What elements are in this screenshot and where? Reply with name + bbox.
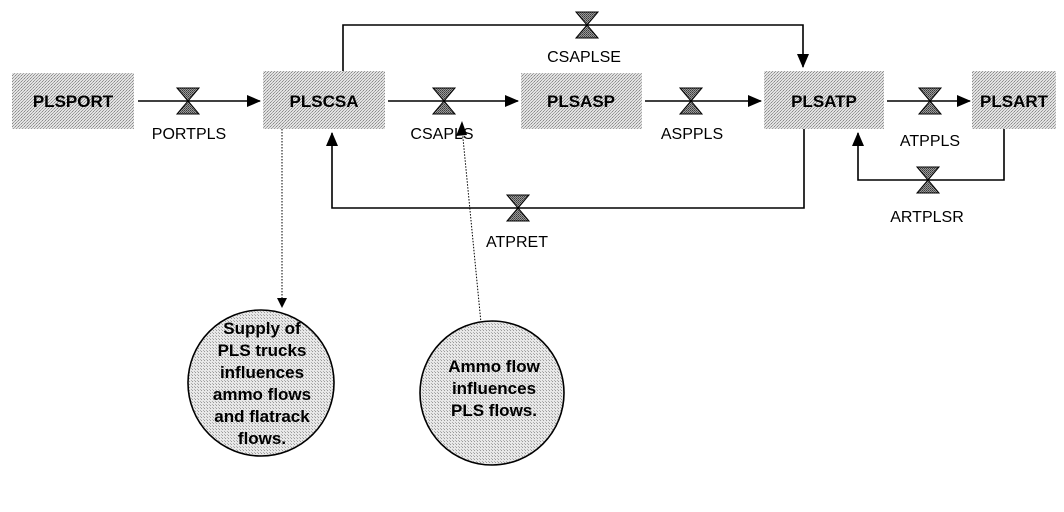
stock-plscsa-label: PLSCSA (290, 92, 359, 111)
flow-arrow-csaplse (342, 24, 809, 71)
stock-plsport-label: PLSPORT (33, 92, 114, 111)
note-supply-line-5: and flatrack (214, 407, 310, 426)
stock-plsart-label: PLSART (980, 92, 1049, 111)
valve-csapls-icon (431, 87, 457, 115)
stock-plsasp-label: PLSASP (547, 92, 615, 111)
stock-plsatp: PLSATP (764, 71, 884, 129)
valve-artplsr-icon (915, 166, 941, 194)
valve-atpret-icon (505, 194, 531, 222)
flow-label-csapls: CSAPLS (410, 126, 473, 143)
flow-label-portpls: PORTPLS (152, 126, 226, 143)
stock-plsatp-label: PLSATP (791, 92, 857, 111)
flow-label-csaplse: CSAPLSE (547, 49, 621, 66)
valve-aspprls-icon (678, 87, 704, 115)
flow-label-atppls: ATPPLS (900, 133, 960, 150)
note-supply-line-6: flows. (238, 429, 286, 448)
note-supply-line-4: ammo flows (213, 385, 311, 404)
flow-arrow-artplsr (852, 129, 1005, 181)
flow-arrow-atpret (326, 129, 805, 209)
valve-csaplse-icon (574, 11, 600, 39)
stock-plsart: PLSART (972, 71, 1056, 129)
note-supply-line-1: Supply of (223, 319, 301, 338)
flow-label-artplsr: ARTPLSR (890, 209, 964, 226)
note-ammo-line-3: PLS flows. (451, 401, 537, 420)
note-supply-line-2: PLS trucks (218, 341, 307, 360)
influence-link-supply-arrowhead (277, 298, 287, 308)
influence-link-ammo (461, 127, 482, 324)
valve-atppls-icon (917, 87, 943, 115)
stock-plsasp: PLSASP (521, 73, 642, 129)
flow-label-aspprls: ASPPLS (661, 126, 723, 143)
influence-link-ammo-arrowhead (456, 121, 467, 136)
note-supply: Supply of PLS trucks influences ammo flo… (187, 309, 335, 457)
stock-plsport: PLSPORT (12, 73, 134, 129)
flow-label-atpret: ATPRET (486, 234, 548, 251)
note-ammo-line-1: Ammo flow (448, 357, 540, 376)
valve-portpls-icon (175, 87, 201, 115)
note-ammo-line-2: influences (452, 379, 536, 398)
note-ammo: Ammo flow influences PLS flows. (419, 320, 565, 466)
note-supply-line-3: influences (220, 363, 304, 382)
stock-plscsa: PLSCSA (263, 71, 385, 129)
